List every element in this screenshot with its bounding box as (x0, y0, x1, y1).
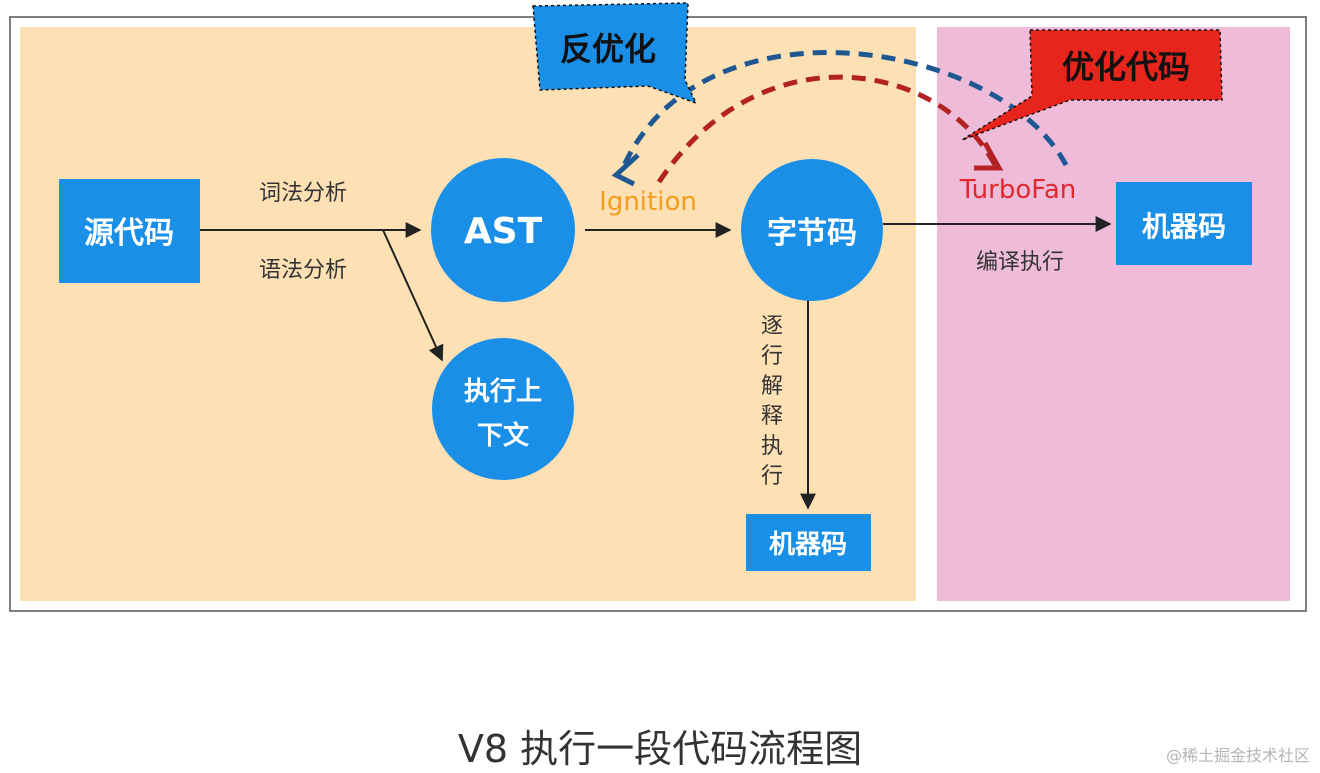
bytecode-label: 字节码 (767, 216, 857, 251)
machine-code-node-bottom (746, 514, 871, 571)
optimize-arrow (656, 74, 998, 184)
diagram-caption: V8 执行一段代码流程图 (457, 727, 863, 771)
ignition-label: Ignition (599, 187, 697, 217)
interpret-char: 行 (761, 344, 783, 369)
interpret-char: 行 (761, 464, 783, 489)
source-code-label: 源代码 (84, 216, 174, 251)
compile-execute-label: 编译执行 (976, 250, 1064, 275)
execution-context-label-line2: 下文 (477, 420, 530, 451)
interpret-char: 逐 (761, 314, 783, 339)
optimizer-zone (937, 27, 1290, 601)
interpret-char: 释 (761, 404, 783, 429)
lexical-analysis-label: 词法分析 (259, 181, 347, 206)
ast-label: AST (464, 211, 543, 252)
machine-code-node-top (1116, 182, 1252, 265)
ast-node (431, 158, 575, 302)
machine-code-label-bottom: 机器码 (769, 530, 847, 560)
source-code-node (59, 179, 200, 283)
interpret-char: 解 (761, 374, 783, 399)
interpret-char: 执 (761, 434, 783, 459)
turbofan-label: TurboFan (959, 175, 1077, 205)
bytecode-node (741, 159, 883, 301)
arrow-to-context (382, 229, 444, 362)
deoptimize-bubble (532, 2, 698, 105)
deoptimize-arrowhead (611, 153, 640, 187)
deoptimize-bubble-label: 反优化 (560, 30, 656, 68)
execution-context-label-line1: 执行上 (464, 376, 542, 407)
interpreter-zone (20, 27, 916, 601)
optimize-arrowhead (974, 141, 1004, 171)
optimize-bubble (961, 29, 1223, 141)
interpret-execute-label: 逐 行 解 释 执 行 (761, 314, 783, 489)
machine-code-label-top: 机器码 (1142, 210, 1226, 243)
syntax-analysis-label: 语法分析 (259, 258, 347, 283)
deoptimize-arrow (619, 50, 1069, 171)
execution-context-node (432, 338, 574, 480)
optimize-bubble-label: 优化代码 (1062, 48, 1190, 86)
watermark: @稀土掘金技术社区 (1165, 746, 1310, 765)
